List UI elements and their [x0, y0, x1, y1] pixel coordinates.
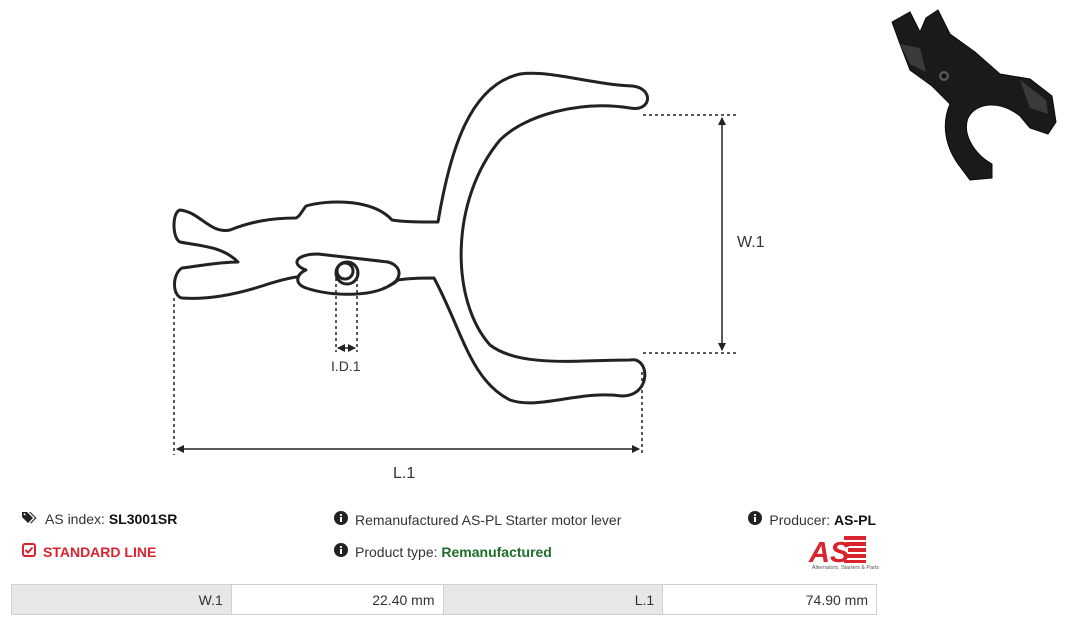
product-type-label: Product type:	[355, 543, 438, 560]
dim-label-width: W.1	[737, 234, 765, 251]
spec-label-l1: L.1	[442, 584, 664, 615]
logo-tagline: Alternators, Starters & Parts	[812, 565, 879, 571]
table-row: W.1 22.40 mm L.1 74.90 mm	[11, 584, 877, 615]
dimension-lines	[173, 114, 738, 455]
as-index: AS index: SL3001SR	[22, 511, 177, 527]
spec-value-w1: 22.40 mm	[230, 584, 444, 615]
as-pl-logo: AS Alternators, Starters & Parts	[808, 536, 879, 571]
info-circle-icon	[334, 543, 348, 560]
product-photo	[891, 9, 1057, 181]
technical-drawing: W.1 I.D.1 L.1	[172, 71, 765, 482]
info-circle-icon	[748, 511, 763, 528]
specs-table: W.1 22.40 mm L.1 74.90 mm	[11, 584, 877, 615]
check-square-icon	[22, 543, 36, 560]
producer-label: Producer:	[769, 511, 831, 528]
spec-value-l1: 74.90 mm	[662, 584, 877, 615]
product-type-value: Remanufactured	[441, 543, 552, 560]
product-description: Remanufactured AS-PL Starter motor lever	[334, 511, 621, 528]
producer-value: AS-PL	[834, 511, 876, 528]
spec-label-w1: W.1	[11, 584, 232, 615]
as-index-label: AS index:	[45, 511, 105, 527]
logo-mark: AS	[808, 536, 866, 569]
dim-label-length: L.1	[393, 465, 415, 482]
description-text: Remanufactured AS-PL Starter motor lever	[355, 511, 622, 528]
tags-icon	[22, 511, 38, 527]
dim-label-inner-diameter: I.D.1	[331, 358, 361, 374]
as-index-value: SL3001SR	[108, 511, 178, 527]
producer: Producer: AS-PL	[748, 511, 876, 528]
info-circle-icon	[334, 511, 348, 528]
product-line-badge: STANDARD LINE	[22, 543, 156, 560]
lever-outline	[172, 71, 649, 405]
svg-text:AS: AS	[808, 537, 850, 569]
product-type: Product type: Remanufactured	[334, 543, 552, 560]
product-line-text: STANDARD LINE	[43, 543, 157, 560]
